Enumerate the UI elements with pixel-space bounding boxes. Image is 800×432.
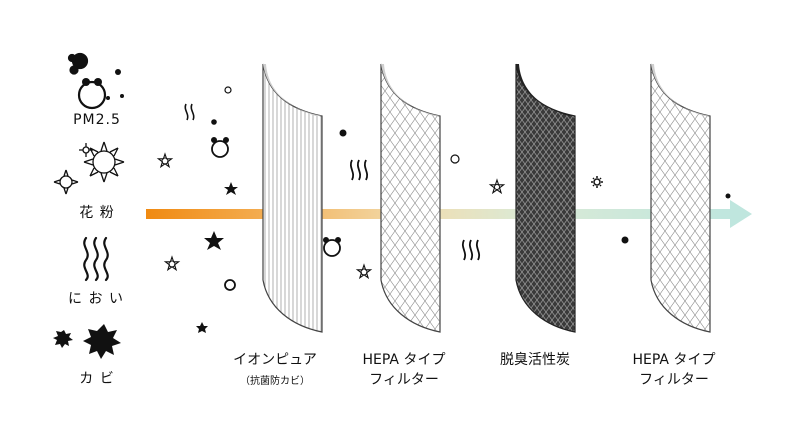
filter-ion-pure <box>262 63 323 333</box>
pollutant-particles <box>157 86 238 333</box>
stage-label-ion-pure: イオンピュア <box>233 352 317 368</box>
pollutant-particles-3 <box>450 154 505 261</box>
stage-label-activated-carbon: 脱臭活性炭 <box>500 352 570 368</box>
stage-sublabel-ion-pure: （抗菌防カビ） <box>240 376 310 387</box>
legend-label-mold: カ ビ <box>79 371 115 387</box>
filter-activated-carbon <box>515 63 576 333</box>
pm25-icon <box>67 52 124 110</box>
legend-label-pm25: PM2.5 <box>73 112 121 128</box>
stage-sublabel-hepa-2: フィルター <box>639 372 709 388</box>
stage-label-hepa-2: HEPA タイプ <box>632 352 716 368</box>
legend-label-pollen: 花 粉 <box>79 205 115 221</box>
mold-icon <box>53 324 121 359</box>
filter-hepa-2 <box>650 63 711 333</box>
clean-air-dot <box>725 193 731 199</box>
pollen-icon <box>53 141 125 195</box>
odor-icon <box>83 236 109 282</box>
stage-label-hepa-1: HEPA タイプ <box>362 352 446 368</box>
filter-hepa-1 <box>380 63 441 333</box>
legend-label-odor: に お い <box>68 291 124 307</box>
pollutant-particles-4 <box>591 176 629 244</box>
pollutant-particles-2 <box>323 129 372 279</box>
stage-sublabel-hepa-1: フィルター <box>369 372 439 388</box>
